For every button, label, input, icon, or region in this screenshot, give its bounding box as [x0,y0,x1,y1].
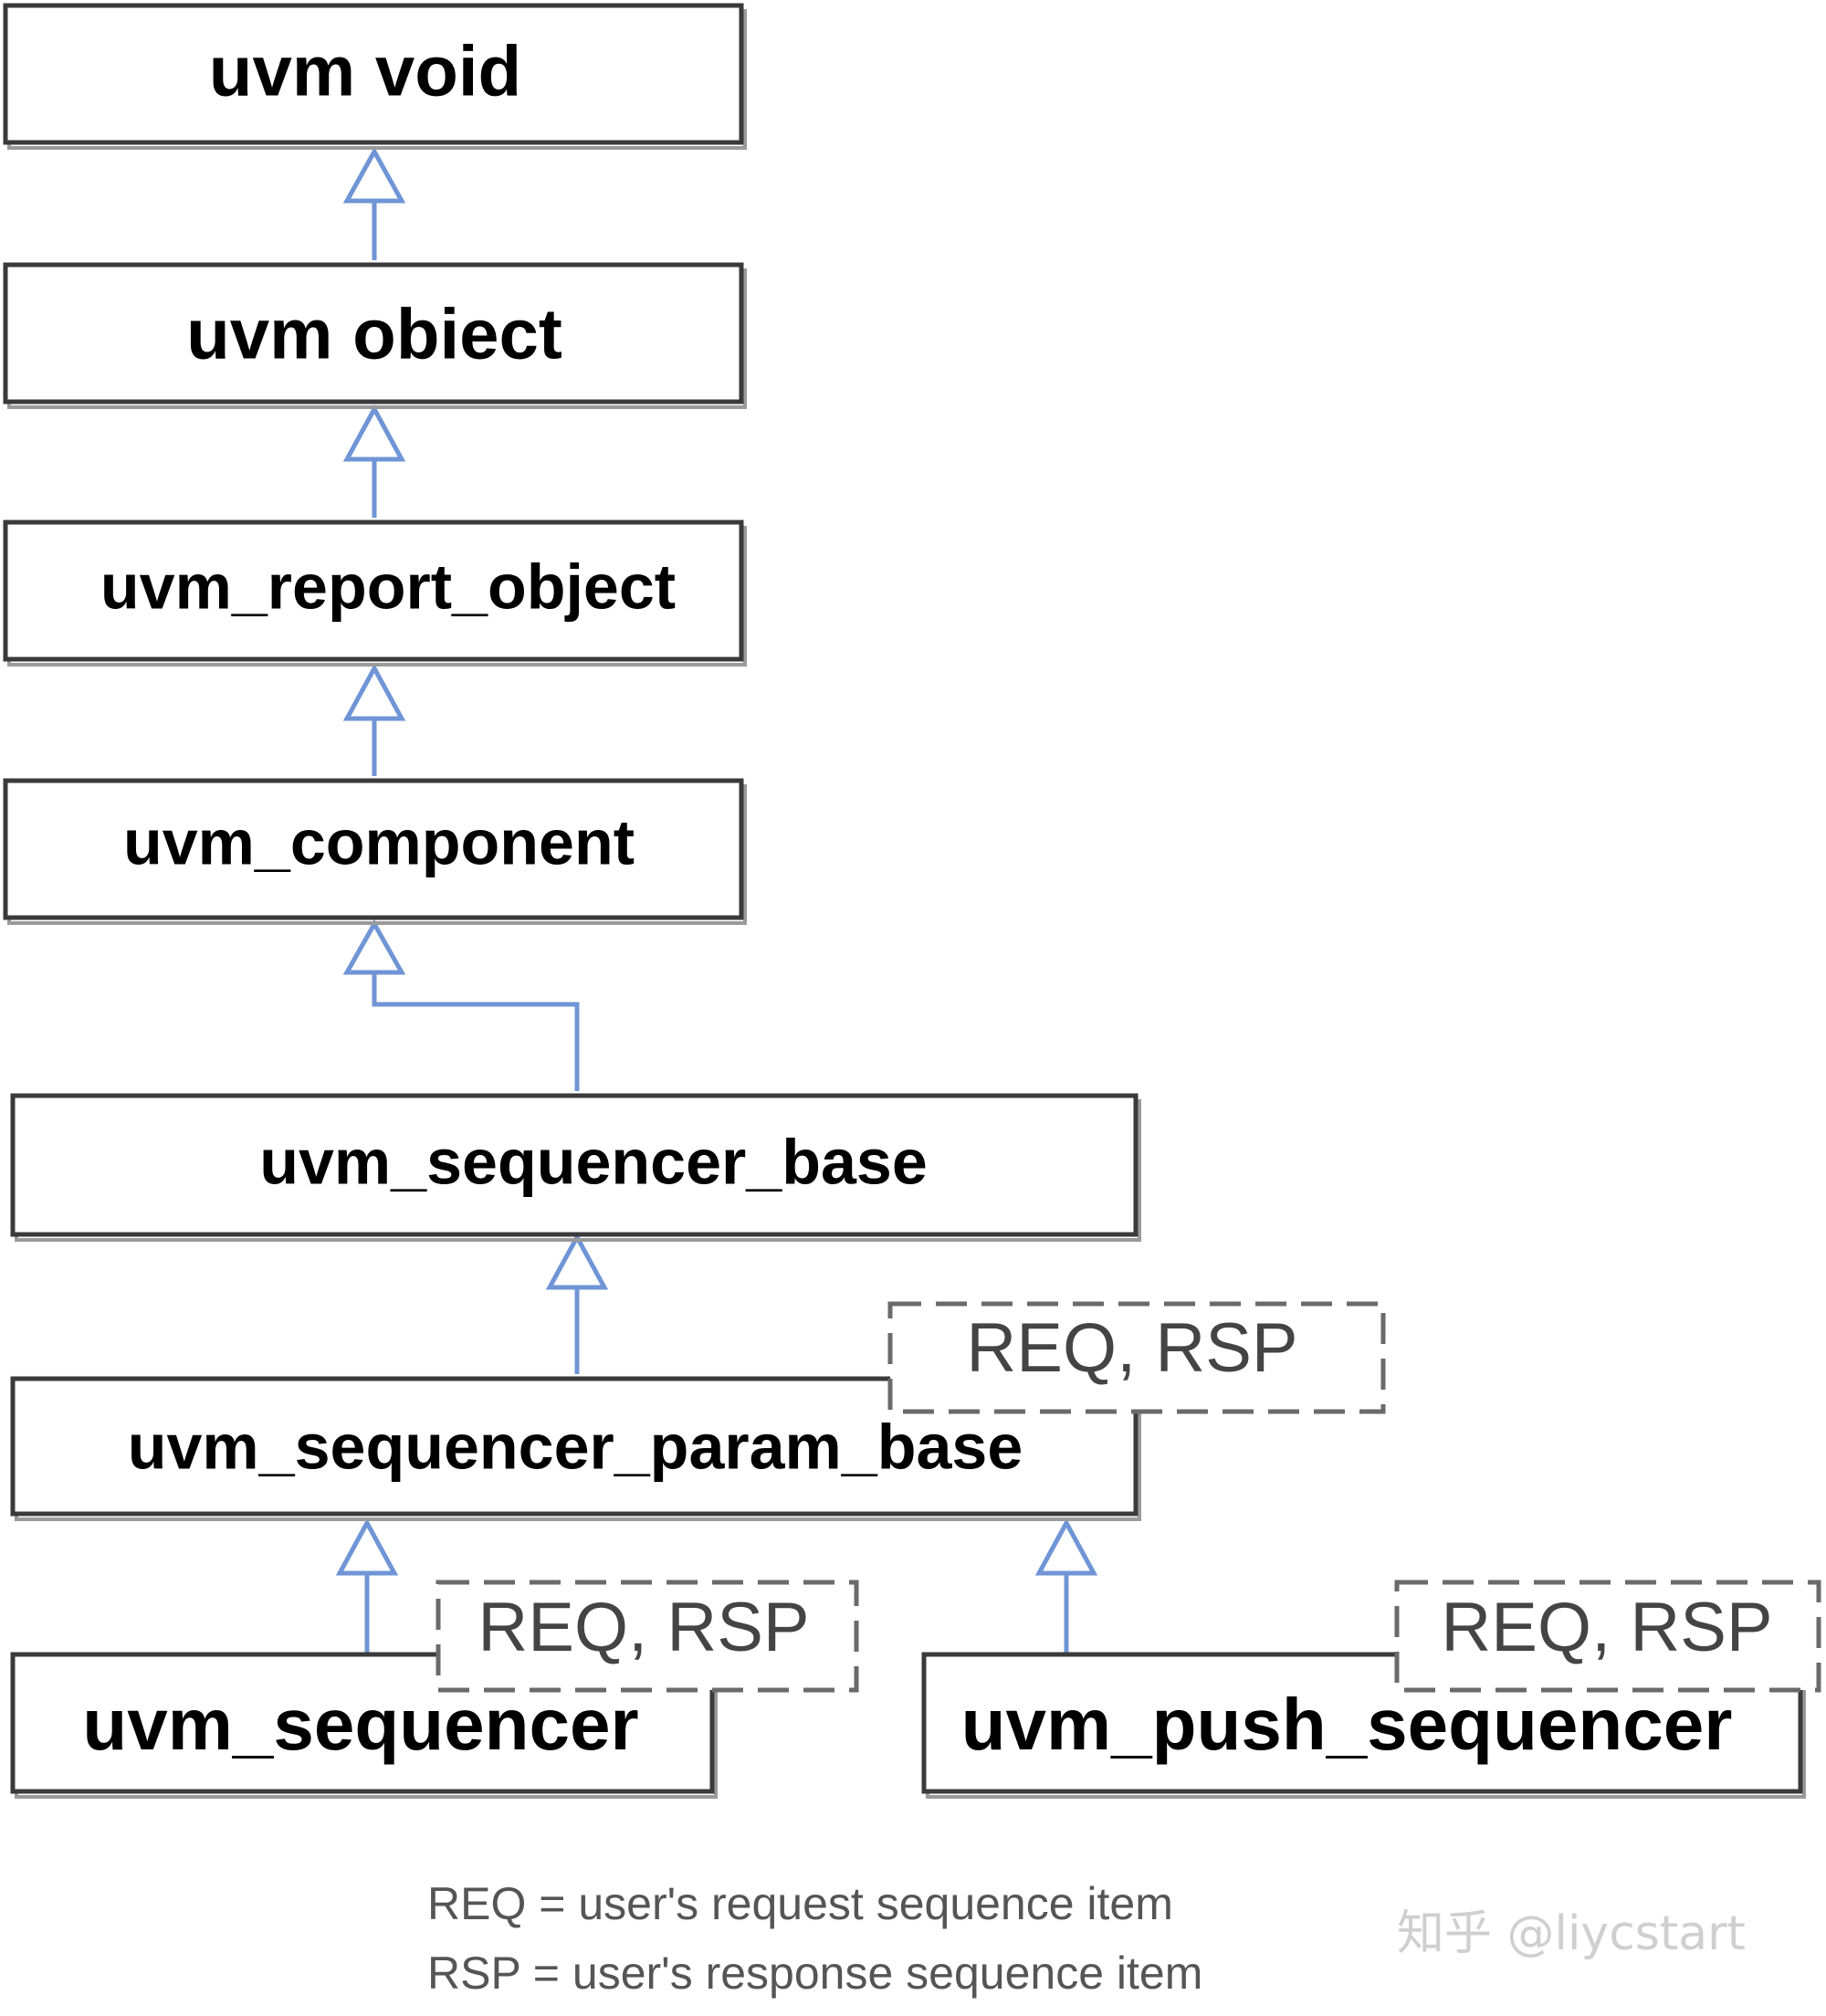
watermark: 知乎 @liycstart [1397,1906,1746,1961]
class-box-uvm-object: uvm obiect [3,262,747,409]
template-param-label-sequencer: REQ, RSP [477,1589,809,1666]
box-uvm-sequencer-base [10,1093,1139,1237]
class-name-uvm-sequencer: uvm_sequencer [82,1684,638,1765]
template-param-label-param-base: REQ, RSP [966,1309,1297,1387]
edge-arrowhead-param-base-right [1034,1517,1098,1576]
template-param-label-push-sequencer: REQ, RSP [1441,1589,1772,1666]
box-uvm-report-object [3,520,744,662]
class-box-uvm-sequencer-base: uvm_sequencer_base [10,1093,1141,1242]
legend: REQ = user's request sequence item RSP =… [427,1878,1202,1999]
legend-req: REQ = user's request sequence item [427,1878,1173,1929]
box-uvm-object [3,262,744,404]
class-name-uvm-sequencer-base: uvm_sequencer_base [259,1126,928,1197]
edge-arrowhead-object [342,404,406,462]
edge-sequencer-base-to-component [372,972,580,1091]
class-box-uvm-void: uvm void [3,3,747,150]
class-box-uvm-report-object: uvm_report_object [3,520,747,667]
edge-arrowhead-component [342,919,406,975]
dashed-box-param-base [887,1301,1386,1414]
class-name-uvm-object: uvm obiect [186,294,562,374]
edge-arrowhead-param-base-left [335,1517,399,1576]
edge-arrowhead-report-object [342,663,406,721]
legend-rsp: RSP = user's response sequence item [427,1948,1202,1999]
class-name-uvm-sequencer-param-base: uvm_sequencer_param_base [128,1411,1023,1482]
class-name-uvm-component: uvm_component [123,806,635,877]
class-box-uvm-sequencer: uvm_sequencer [10,1652,718,1799]
dashed-box-sequencer [436,1580,859,1693]
dashed-box-push-sequencer [1394,1580,1821,1693]
template-params-push-sequencer: REQ, RSP [1394,1580,1821,1693]
inheritance-edges [335,146,1098,1654]
box-uvm-void [3,3,744,145]
template-params-sequencer: REQ, RSP [436,1580,859,1693]
template-params-param-base: REQ, RSP [887,1301,1386,1414]
box-uvm-sequencer [10,1652,715,1794]
class-box-uvm-component: uvm_component [3,778,747,925]
class-name-uvm-void: uvm void [209,31,521,111]
class-name-uvm-push-sequencer: uvm_push_sequencer [961,1684,1733,1765]
edge-arrowhead-sequencer-base [545,1232,609,1290]
class-name-uvm-report-object: uvm_report_object [100,551,676,622]
box-uvm-component [3,778,744,920]
edge-arrowhead-void [342,146,406,204]
